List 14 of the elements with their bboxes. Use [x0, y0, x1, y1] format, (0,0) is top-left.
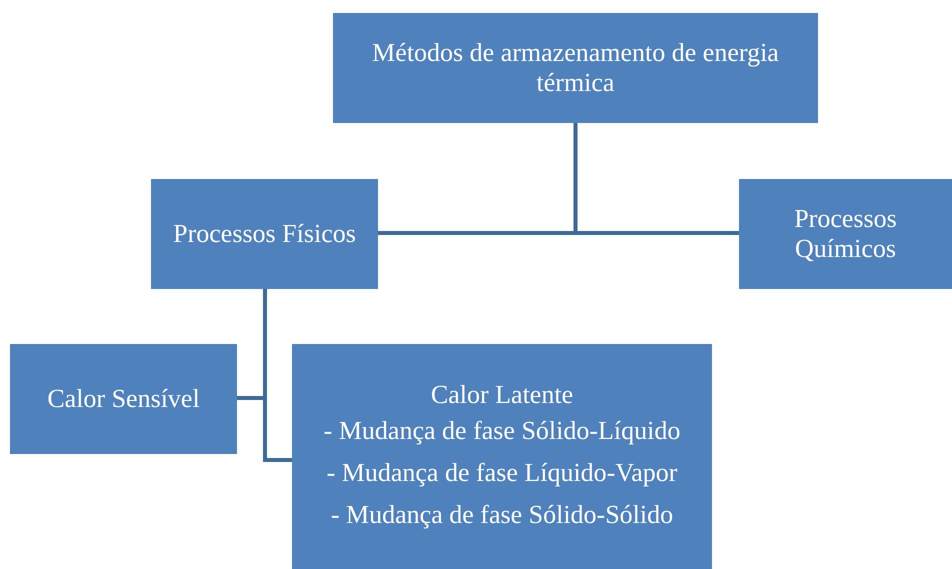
- process-box: [10, 344, 237, 454]
- connector-line: [574, 123, 739, 235]
- process-box: [739, 179, 952, 289]
- box-title: Calor Latente: [430, 380, 574, 410]
- process-box: [292, 344, 712, 569]
- box-title: Calor Sensível: [47, 384, 200, 414]
- box-title: Métodos de armazenamento de energia térmica: [371, 38, 780, 98]
- box-title: Processos Químicos: [793, 204, 898, 264]
- process-box: [151, 179, 378, 289]
- list-item: - Mudança de fase Sólido-Sólido: [330, 499, 674, 531]
- process-box: [333, 13, 818, 123]
- box-title: Processos Físicos: [173, 219, 356, 249]
- list-item: - Mudança de fase Líquido-Vapor: [326, 457, 678, 489]
- list-item: - Mudança de fase Sólido-Líquido: [324, 415, 680, 447]
